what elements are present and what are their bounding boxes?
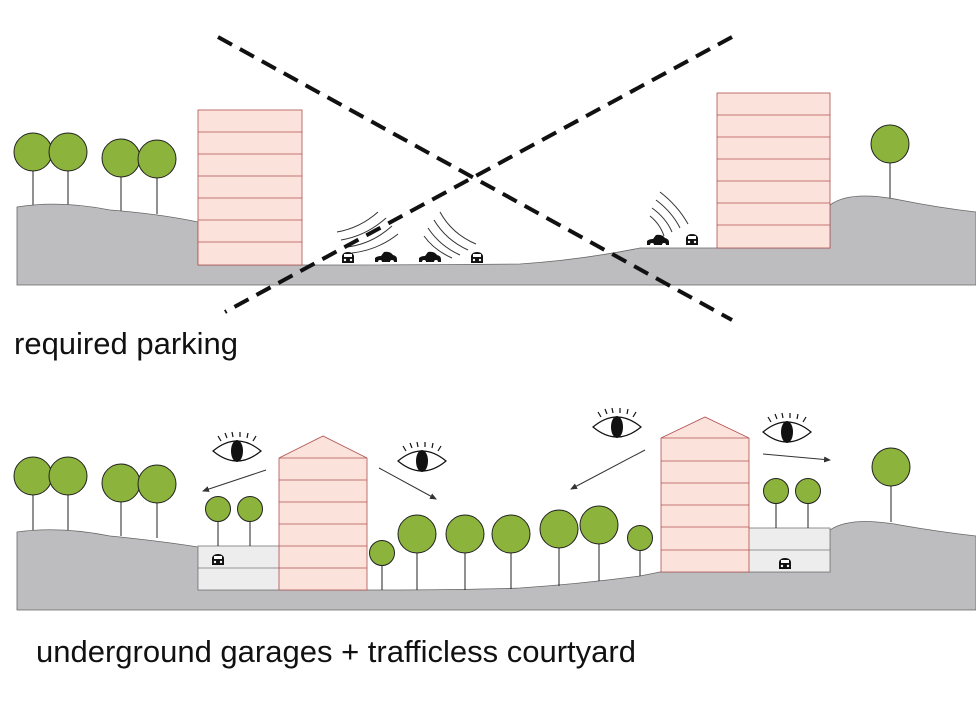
view-arrow-icon [202,449,831,500]
tree-icon [870,124,910,198]
building-icon [716,92,831,249]
top-scene [13,35,976,322]
tree-icon [369,505,653,590]
noise-waves-icon [336,191,689,259]
building-icon [660,416,750,573]
building-icon [278,435,368,591]
bottom-scene [13,407,976,611]
tree-icon [13,132,177,214]
caption-underground-garages: underground garages + trafficless courty… [36,634,636,669]
tree-icon [871,447,911,522]
ground-bottom [16,521,976,611]
ground-top [16,195,976,286]
tree-icon [13,456,177,538]
cross-out-icon [217,35,733,322]
building-icon [197,109,303,266]
caption-required-parking: required parking [14,326,239,361]
tree-icon [205,478,821,546]
